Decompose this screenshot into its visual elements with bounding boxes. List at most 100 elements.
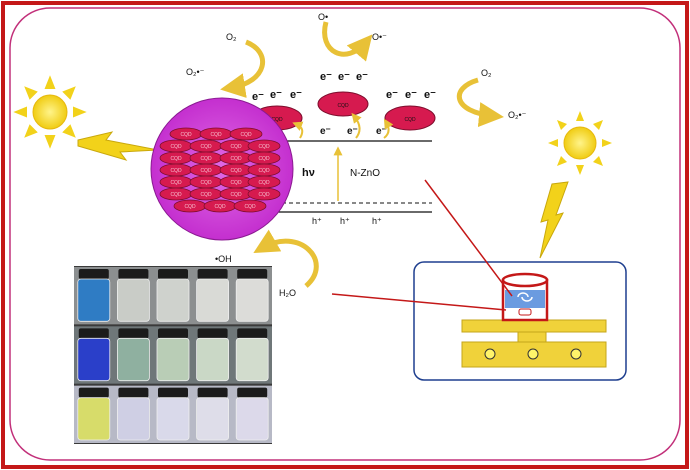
hv-label: hν: [302, 167, 315, 179]
cqd-label: CQD: [170, 180, 182, 186]
vial: [156, 397, 190, 441]
cqd-label: CQD: [200, 192, 212, 198]
h2o-label: H₂O: [279, 288, 296, 298]
cqd-label: CQD: [244, 204, 256, 210]
vial-cap: [158, 328, 188, 339]
vial-cap: [197, 387, 228, 398]
vial-cap: [78, 328, 109, 339]
vial-cap: [158, 387, 188, 398]
cqd-particle: CQD: [219, 175, 253, 189]
nzno-label: N-ZnO: [350, 168, 380, 179]
hole-label: h⁺: [312, 216, 322, 226]
vial-cap: [237, 269, 268, 279]
cqd-particle: CQD: [189, 139, 223, 153]
vial: [117, 337, 150, 382]
cqd-particle: CQD: [247, 151, 281, 165]
o-radical-anion-label: O•⁻: [372, 32, 387, 42]
cqd-particle: CQD: [384, 105, 436, 131]
connector-line: [331, 293, 507, 311]
vial: [235, 397, 269, 441]
vial: [196, 337, 230, 382]
o-radical-label: O•: [318, 12, 328, 22]
vial-cap: [118, 328, 149, 339]
cqd-label: CQD: [184, 204, 196, 210]
oh-label: •OH: [215, 254, 232, 264]
cqd-particle: CQD: [219, 187, 253, 201]
vial-cap: [197, 269, 228, 279]
cqd-particle: CQD: [189, 163, 223, 177]
cqd-particle: CQD: [169, 127, 203, 141]
electron-label: e⁻: [347, 126, 358, 137]
vial: [156, 337, 190, 382]
vial: [235, 278, 269, 322]
magnetic-stirrer-icon: [461, 319, 607, 368]
cqd-particle: CQD: [159, 175, 193, 189]
beaker-icon: [501, 272, 549, 322]
cqd-label: CQD: [230, 168, 242, 174]
cqd-particle: CQD: [219, 139, 253, 153]
cqd-particle: CQD: [247, 187, 281, 201]
o2-radical-label: O₂•⁻: [186, 67, 205, 77]
electron-label: e⁻: [356, 71, 368, 83]
cqd-label: CQD: [240, 132, 252, 138]
cqd-label: CQD: [200, 180, 212, 186]
electron-label: e⁻: [320, 71, 332, 83]
vial-cap: [158, 269, 188, 279]
electron-label: e⁻: [376, 126, 387, 137]
transfer-arrow: [292, 121, 304, 139]
electron-label: e⁻: [270, 89, 282, 101]
cqd-label: CQD: [200, 168, 212, 174]
reaction-arrow: [322, 21, 373, 62]
vial-cap: [78, 387, 109, 398]
vial: [77, 278, 111, 322]
cqd-particle: CQD: [189, 187, 223, 201]
hole-label: h⁺: [340, 216, 350, 226]
sun-icon: [548, 111, 612, 175]
transfer-arrow: [383, 118, 394, 139]
vial-cap: [237, 328, 268, 339]
vial: [156, 278, 190, 322]
transfer-arrow: [351, 112, 362, 139]
connector-line: [424, 179, 513, 297]
cqd-particle: CQD: [229, 127, 263, 141]
cqd-label: CQD: [258, 156, 270, 162]
vial: [196, 397, 230, 441]
vial: [196, 278, 230, 322]
electron-label: e⁻: [320, 126, 331, 137]
vial-photo: [74, 266, 272, 444]
cqd-label: CQD: [404, 117, 416, 123]
cqd-label: CQD: [258, 180, 270, 186]
cqd-particle: CQD: [159, 139, 193, 153]
cqd-particle: CQD: [159, 187, 193, 201]
lightning-icon: [77, 131, 159, 161]
electron-label: e⁻: [338, 71, 350, 83]
vial-cap: [197, 328, 228, 339]
cqd-label: CQD: [230, 144, 242, 150]
cqd-particle: CQD: [219, 151, 253, 165]
cqd-label: CQD: [170, 144, 182, 150]
o2-label: O₂: [226, 32, 237, 42]
reaction-arrow: [220, 39, 266, 98]
cqd-particle: CQD: [247, 163, 281, 177]
cqd-label: CQD: [337, 103, 349, 109]
cqd-particle: CQD: [189, 151, 223, 165]
cqd-label: CQD: [170, 192, 182, 198]
cqd-label: CQD: [230, 156, 242, 162]
vial-cap: [118, 269, 149, 279]
reaction-arrow: [456, 77, 504, 128]
o2-radical-label: O₂•⁻: [508, 110, 527, 120]
cqd-label: CQD: [214, 204, 226, 210]
cqd-particle: CQD: [159, 151, 193, 165]
cqd-label: CQD: [258, 144, 270, 150]
cqd-particle: CQD: [173, 199, 207, 213]
cqd-label: CQD: [200, 156, 212, 162]
vial: [235, 337, 269, 382]
electron-label: e⁻: [386, 89, 398, 101]
hole-label: h⁺: [372, 216, 382, 226]
sun-icon: [13, 75, 87, 149]
cqd-label: CQD: [230, 192, 242, 198]
vial: [77, 337, 111, 382]
cqd-particle: CQD: [247, 175, 281, 189]
